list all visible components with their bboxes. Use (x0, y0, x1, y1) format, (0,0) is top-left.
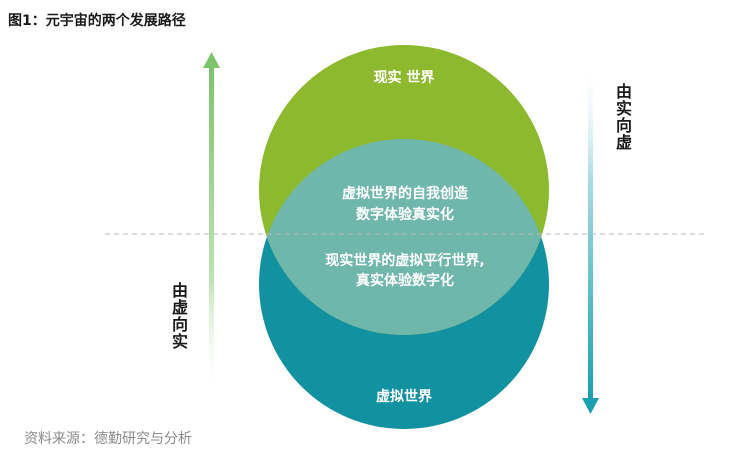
right-label-char: 虚 (616, 133, 632, 152)
bottom-circle-label: 虚拟世界 (376, 388, 433, 405)
right-arrow-label: 由 实 向 虚 (616, 82, 632, 152)
right-label-char: 向 (616, 116, 632, 135)
figure-title: 图1：元宇宙的两个发展路径 (8, 13, 186, 29)
source-note: 资料来源：德勤研究与分析 (24, 431, 192, 447)
overlap-upper-line-2: 数字体验真实化 (356, 206, 454, 223)
overlap-lower-line-2: 真实体验数字化 (356, 272, 454, 289)
left-label-char: 虚 (172, 298, 188, 317)
right-label-char: 由 (616, 82, 632, 101)
right-label-char: 实 (616, 99, 632, 118)
right-down-arrow (582, 60, 599, 414)
left-up-arrow (203, 52, 220, 396)
overlap-lower-line-1: 现实世界的虚拟平行世界, (325, 252, 484, 269)
left-label-char: 实 (172, 332, 188, 351)
overlap-region (259, 139, 549, 335)
left-label-char: 由 (172, 281, 188, 300)
overlap-upper-line-1: 虚拟世界的自我创造 (342, 185, 468, 202)
left-label-char: 向 (172, 315, 188, 334)
left-arrow-label: 由 虚 向 实 (172, 281, 188, 351)
top-circle-label: 现实 世界 (374, 69, 436, 86)
